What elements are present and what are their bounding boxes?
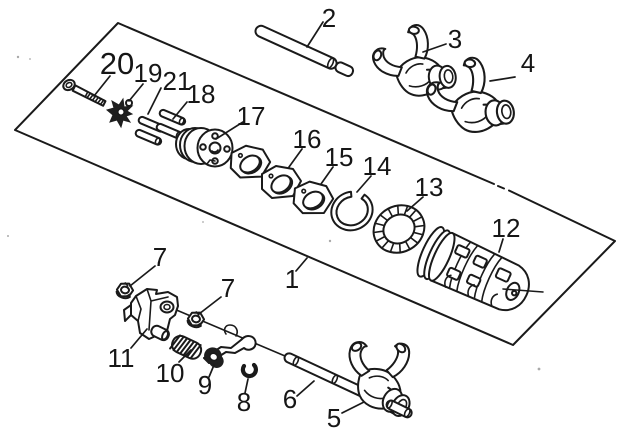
callout-1: 1 [285, 264, 299, 294]
flange-nut-b [185, 309, 207, 330]
callout-11: 11 [108, 343, 135, 373]
shaft-tip [385, 399, 413, 419]
drum-center-mark [502, 288, 544, 293]
spindle-axis-line [166, 305, 286, 357]
callout-6: 6 [283, 384, 297, 414]
fork-guide-rod [254, 24, 355, 78]
enclosure-outline [14, 22, 616, 346]
e-clip [240, 362, 258, 379]
callout-9: 9 [198, 370, 212, 400]
coil-spring [169, 334, 203, 360]
scan-noise-dots [7, 55, 541, 371]
ratchet-star [105, 97, 134, 129]
callout-3: 3 [448, 24, 462, 54]
callout-5: 5 [327, 403, 341, 433]
callout-4: 4 [521, 48, 535, 78]
callout-17: 17 [237, 101, 266, 131]
stopper-bracket [123, 288, 179, 342]
shift-drum [416, 226, 530, 312]
washer-plate-3 [291, 179, 336, 217]
callout-7a: 7 [153, 242, 167, 272]
callout-8: 8 [237, 387, 251, 417]
callout-16: 16 [293, 124, 322, 154]
callout-2: 2 [322, 3, 336, 33]
callout-14: 14 [363, 151, 392, 181]
snap-ring [330, 190, 374, 232]
bolt [62, 78, 107, 107]
callout-7b: 7 [221, 273, 235, 303]
leader-lines [93, 21, 516, 414]
callout-19: 19 [134, 58, 163, 88]
cam-plate-hub [175, 127, 234, 168]
callout-20: 20 [100, 46, 134, 81]
callout-13: 13 [415, 172, 444, 202]
callout-10: 10 [156, 358, 185, 388]
callout-18: 18 [187, 79, 216, 109]
needle-bearing [372, 204, 426, 254]
callout-12: 12 [492, 213, 521, 243]
callout-15: 15 [325, 142, 354, 172]
callout-21: 21 [163, 66, 192, 96]
